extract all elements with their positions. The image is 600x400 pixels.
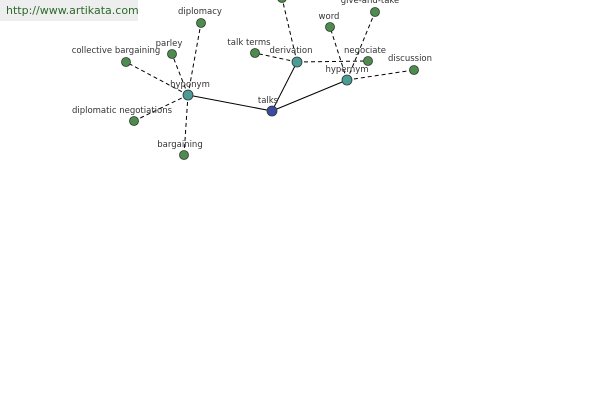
node-discussion[interactable] [409, 65, 419, 75]
edge-hyponym-collective-bargaining [125, 61, 189, 96]
edge-talks-derivation [271, 61, 298, 112]
node-talks[interactable] [266, 105, 278, 117]
node-word[interactable] [325, 22, 335, 32]
edge-layer [125, 0, 415, 156]
node-label-bargaining: bargaining [157, 140, 202, 150]
edge-hypernym-word [329, 26, 348, 81]
node-talk-terms[interactable] [250, 48, 260, 58]
node-diplomacy[interactable] [196, 18, 206, 28]
edge-talks-hypernym [271, 79, 348, 112]
node-label-discussion: discussion [388, 54, 432, 64]
edge-talks-hyponym [187, 94, 273, 112]
node-derivation[interactable] [291, 56, 303, 68]
edge-hyponym-diplomacy [187, 22, 202, 96]
edge-hyponym-parley [171, 53, 189, 96]
node-label-talk-terms: talk terms [227, 38, 271, 48]
node-label-word: word [319, 12, 340, 22]
node-label-diplomacy: diplomacy [178, 7, 222, 17]
node-diplomatic-negotiations[interactable] [129, 116, 139, 126]
node-bargaining[interactable] [179, 150, 189, 160]
node-layer [121, 0, 419, 160]
node-parley[interactable] [167, 49, 177, 59]
node-top-cut[interactable] [277, 0, 287, 3]
node-collective-bargaining[interactable] [121, 57, 131, 67]
watermark-url[interactable]: http://www.artikata.com [0, 0, 139, 21]
edge-hypernym-give-and-take [346, 11, 376, 81]
edge-hyponym-bargaining [183, 94, 189, 156]
node-label-talks: talks [258, 96, 279, 106]
node-give-and-take[interactable] [370, 7, 380, 17]
node-label-negociate: negociate [344, 46, 386, 56]
node-label-hyponym: hyponym [170, 80, 210, 90]
node-hyponym[interactable] [182, 89, 194, 101]
node-label-collective-bargaining: collective bargaining [72, 46, 161, 56]
node-negociate[interactable] [363, 56, 373, 66]
node-label-diplomatic-negotiations: diplomatic negotiations [72, 106, 173, 116]
edge-hypernym-discussion [346, 69, 415, 81]
edge-derivation-talk-terms [254, 52, 298, 63]
edge-derivation-top-cut [281, 0, 298, 63]
node-hypernym[interactable] [341, 74, 353, 86]
node-label-hypernym: hypernym [325, 65, 368, 75]
node-label-give-and-take: give-and-take [341, 0, 400, 6]
node-label-parley: parley [156, 39, 183, 49]
edge-hyponym-diplomatic-negotiations [133, 94, 189, 122]
edge-derivation-negociate [296, 60, 369, 63]
node-label-derivation: derivation [269, 46, 312, 56]
label-layer: talks hyponym derivation hypernym diplomacy p… [72, 0, 432, 150]
